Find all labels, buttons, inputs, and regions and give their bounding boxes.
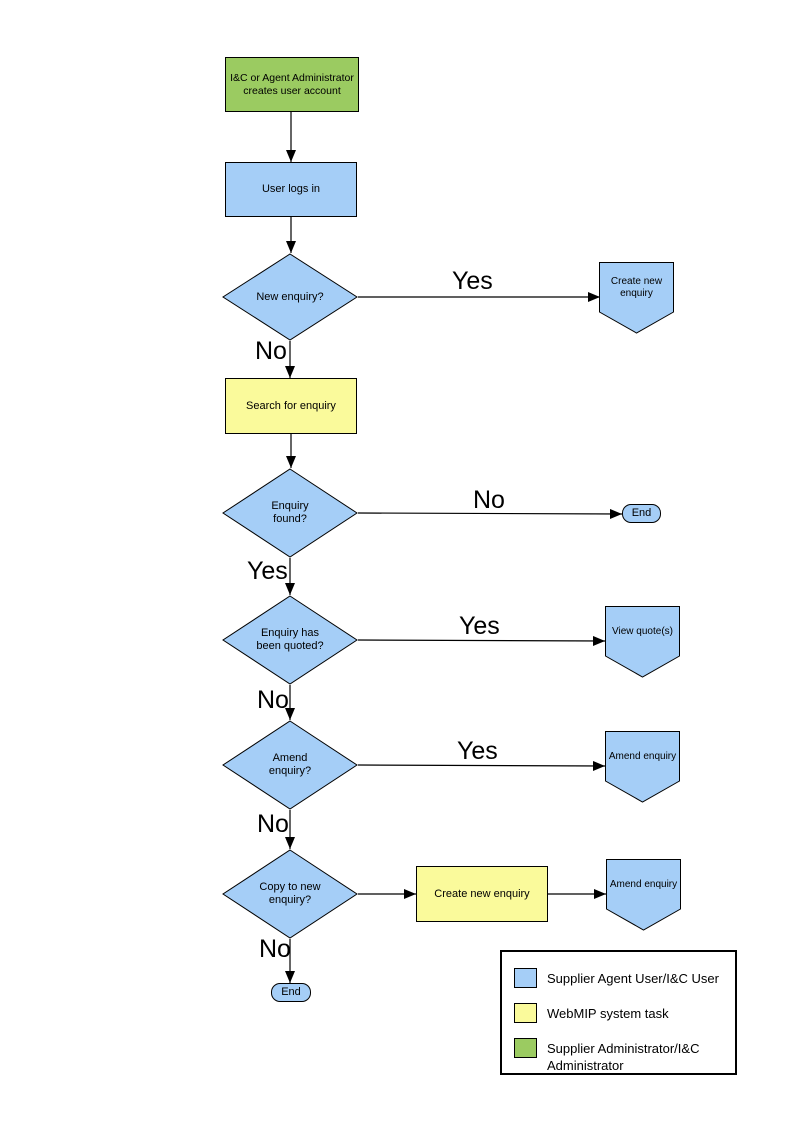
legend-item-label: Supplier Agent User/I&C User (547, 970, 719, 986)
pentagon-shape (605, 731, 680, 803)
node-admin-creates-account: I&C or Agent Administrator creates user … (225, 57, 359, 112)
connector-quoted-yes (357, 635, 606, 646)
decision-copy-to-new: Copy to new enquiry? (222, 849, 358, 939)
decision-enquiry-quoted: Enquiry has been quoted? (222, 595, 358, 685)
node-label: New enquiry? (256, 290, 324, 303)
node-label: End (281, 986, 301, 998)
legend-item: WebMIP system task (514, 1003, 729, 1023)
edge-label-copy-no: No (259, 935, 291, 963)
pentagon-shape (606, 859, 681, 931)
diamond-shape (222, 253, 358, 341)
decision-amend-enquiry: Amend enquiry? (222, 720, 358, 810)
pentagon-shape (605, 606, 680, 678)
node-label: Create new enquiry (434, 887, 530, 900)
node-search-for-enquiry: Search for enquiry (225, 378, 357, 434)
diamond-shape (222, 849, 358, 939)
connector-found-no (357, 508, 623, 519)
edge-label-quoted-no: No (257, 686, 289, 714)
node-label: Amend enquiry? (268, 752, 312, 777)
terminator-end-top: End (622, 504, 661, 523)
node-label: End (631, 507, 652, 519)
decision-new-enquiry: New enquiry? (222, 253, 358, 341)
diamond-shape (222, 595, 358, 685)
edge-label-new-enquiry-yes: Yes (452, 267, 493, 295)
node-user-logs-in: User logs in (225, 162, 357, 217)
node-label: Enquiry has been quoted? (256, 627, 324, 652)
legend-swatch-yellow (514, 1003, 537, 1023)
node-create-new-enquiry-mid: Create new enquiry (416, 866, 548, 922)
node-label: I&C or Agent Administrator creates user … (230, 71, 354, 97)
legend-item: Supplier Agent User/I&C User (514, 968, 729, 988)
diamond-shape (222, 720, 358, 810)
legend-item-label: Supplier Administrator/I&C Administrator (547, 1041, 700, 1073)
decision-enquiry-found: Enquiry found? (222, 468, 358, 558)
node-amend-enquiry-branch: Amend enquiry (605, 731, 680, 803)
node-label: Copy to new enquiry? (259, 881, 321, 906)
edge-label-amend-no: No (257, 810, 289, 838)
pentagon-shape (599, 262, 674, 334)
node-label: User logs in (261, 183, 321, 195)
node-label: Amend enquiry (609, 879, 678, 890)
legend-item: Supplier Administrator/I&C Administrator (514, 1038, 729, 1074)
node-label: Enquiry found? (271, 500, 309, 525)
node-label: Search for enquiry (246, 399, 336, 412)
edge-label-new-enquiry-no: No (255, 337, 287, 365)
legend-box: Supplier Agent User/I&C User WebMIP syst… (500, 950, 737, 1075)
node-label: Amend enquiry (608, 751, 677, 762)
edge-label-quoted-yes: Yes (459, 612, 500, 640)
edge-label-found-no: No (473, 486, 505, 514)
node-amend-enquiry-bottom: Amend enquiry (606, 859, 681, 931)
node-view-quotes: View quote(s) (605, 606, 680, 678)
node-label: View quote(s) (612, 626, 673, 637)
diamond-shape (222, 468, 358, 558)
edge-label-amend-yes: Yes (457, 737, 498, 765)
node-create-new-enquiry-top: Create new enquiry (599, 262, 674, 334)
terminator-end-bottom: End (271, 983, 311, 1002)
legend-swatch-blue (514, 968, 537, 988)
legend-item-label: WebMIP system task (547, 1005, 669, 1021)
node-label: Create new enquiry (610, 276, 663, 299)
connector-amend-yes (357, 760, 606, 771)
legend-swatch-green (514, 1038, 537, 1058)
edge-label-found-yes: Yes (247, 557, 288, 585)
